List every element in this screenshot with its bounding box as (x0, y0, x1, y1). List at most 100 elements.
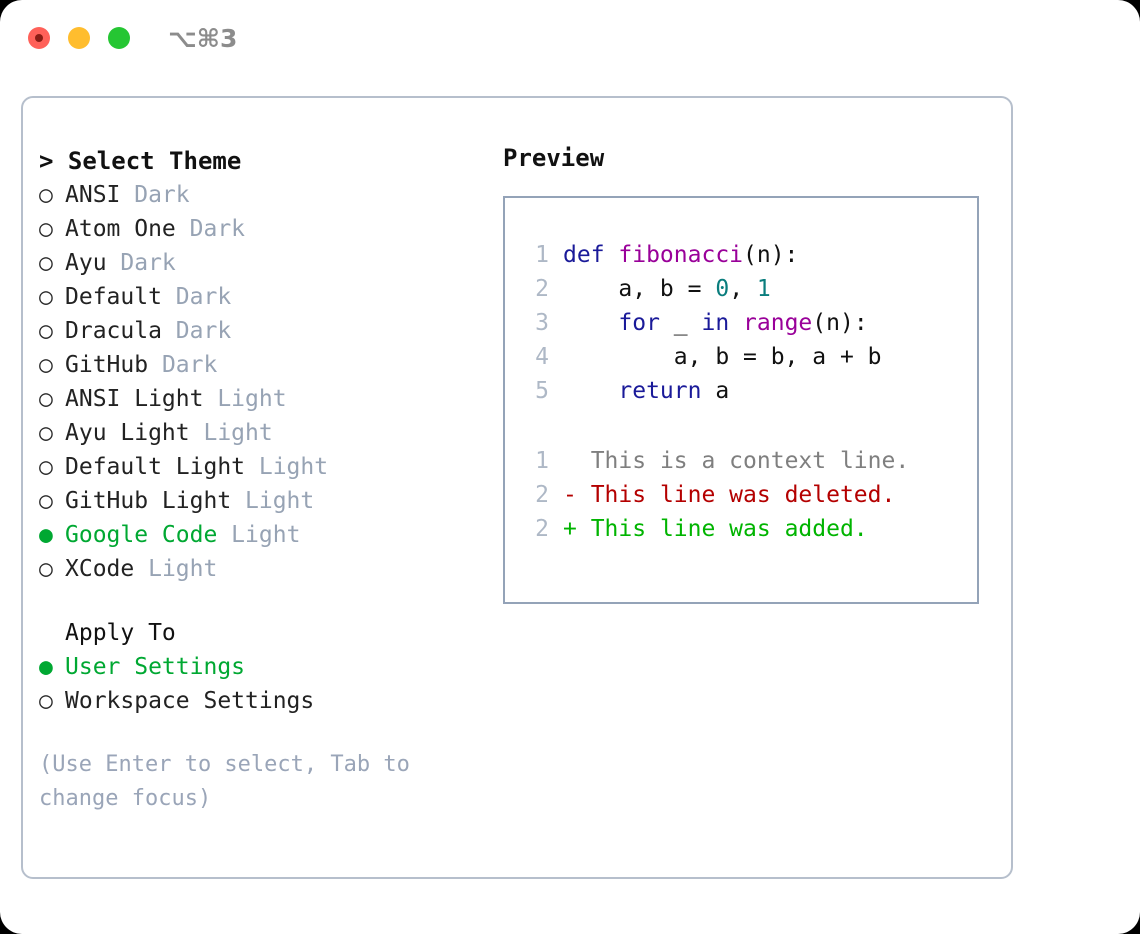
theme-variant-badge: Light (189, 420, 273, 446)
select-theme-heading: > Select Theme (39, 147, 242, 175)
theme-variant-badge: Light (245, 454, 329, 480)
code-line-number: 1 (535, 242, 549, 268)
diff-sign: + (563, 516, 591, 542)
theme-list-item[interactable]: ○ Dracula Dark (39, 314, 489, 348)
diff-line-number: 2 (535, 482, 549, 508)
code-token-fn: fibonacci (618, 242, 744, 268)
theme-list[interactable]: ○ ANSI Dark ○ Atom One Dark ○ Ayu Dark ○ Defaul… (39, 178, 489, 586)
theme-name-label: Dracula (65, 318, 162, 344)
radio-selected-icon[interactable]: ● (39, 654, 53, 680)
theme-list-item[interactable]: ○ Atom One Dark (39, 212, 489, 246)
code-token-txt: (n): (812, 310, 868, 336)
radio-unselected-icon[interactable]: ○ (39, 318, 53, 344)
keyboard-shortcut-label: ⌥⌘3 (168, 24, 238, 53)
theme-list-item[interactable]: ○ ANSI Dark (39, 178, 489, 212)
theme-name-label: GitHub Light (65, 488, 232, 514)
apply-to-option[interactable]: ○ Workspace Settings (39, 684, 489, 718)
code-token-txt: a, b = (563, 276, 716, 302)
theme-variant-badge: Dark (175, 216, 246, 242)
diff-line: 1 This is a context line. (505, 444, 977, 478)
code-token-txt (729, 310, 743, 336)
theme-name-label: Google Code (65, 522, 218, 548)
apply-to-option[interactable]: ● User Settings (39, 650, 489, 684)
radio-unselected-icon[interactable]: ○ (39, 216, 53, 242)
radio-unselected-icon[interactable]: ○ (39, 352, 53, 378)
code-line-number: 2 (535, 276, 549, 302)
theme-name-label: Ayu Light (65, 420, 190, 446)
diff-sample: 1 This is a context line.2- This line wa… (505, 444, 977, 546)
theme-variant-badge: Dark (106, 250, 176, 276)
code-token-fn: range (743, 310, 813, 336)
theme-list-item[interactable]: ○ ANSI Light Light (39, 382, 489, 416)
diff-sign (563, 448, 591, 474)
radio-unselected-icon[interactable]: ○ (39, 386, 53, 412)
code-token-txt (563, 310, 618, 336)
code-token-num: 0 (715, 276, 730, 302)
theme-name-label: Atom One (65, 216, 176, 242)
theme-name-label: XCode (65, 556, 135, 582)
theme-variant-badge: Dark (161, 318, 232, 344)
theme-selector-dialog: > Select Theme ○ANSI Dark○Atom One Dark○… (21, 96, 1013, 879)
radio-unselected-icon[interactable]: ○ (39, 182, 53, 208)
code-token-kw: in (701, 310, 730, 336)
theme-list-item[interactable]: ○ Default Light Light (39, 450, 489, 484)
diff-text: This line was deleted. (590, 482, 896, 508)
radio-unselected-icon[interactable]: ○ (39, 688, 53, 714)
code-token-txt: , (729, 276, 757, 302)
diff-text: This line was added. (590, 516, 868, 542)
code-token-num: 1 (756, 276, 771, 302)
theme-list-item[interactable]: ○GitHub Light Light (39, 484, 489, 518)
radio-unselected-icon[interactable]: ○ (39, 250, 53, 276)
close-button[interactable] (28, 27, 50, 49)
theme-list-item[interactable]: ○ XCode Light (39, 552, 489, 586)
apply-to-options[interactable]: ● User Settings ○ Workspace Settings (39, 650, 489, 718)
code-line: 2 a, b = 0, 1 (505, 272, 977, 306)
minimize-button[interactable] (68, 27, 90, 49)
theme-variant-badge: Dark (120, 182, 190, 208)
theme-list-item[interactable]: ● Google Code Light (39, 518, 489, 552)
code-token-txt: a, b = b, a + b (563, 344, 882, 370)
radio-unselected-icon[interactable]: ○ (39, 488, 53, 514)
theme-list-item[interactable]: ○GitHub Dark (39, 348, 489, 382)
radio-unselected-icon[interactable]: ○ (39, 420, 53, 446)
apply-to-indent (39, 616, 65, 650)
theme-name-label: ANSI (65, 182, 121, 208)
theme-variant-badge: Light (217, 522, 301, 548)
code-line: 3 for _ in range(n): (505, 306, 977, 340)
radio-unselected-icon[interactable]: ○ (39, 284, 53, 310)
theme-variant-badge: Dark (161, 284, 232, 310)
theme-name-label: ANSI Light (65, 386, 204, 412)
theme-variant-badge: Light (203, 386, 287, 412)
theme-list-item[interactable]: ○ Default Dark (39, 280, 489, 314)
code-token-txt: (n): (743, 242, 799, 268)
theme-name-label: GitHub (65, 352, 149, 378)
apply-to-heading: Apply To (39, 616, 489, 650)
title-bar: ⌥⌘3 (0, 0, 1140, 76)
keyboard-hint-text: (Use Enter to select, Tab to change focu… (39, 752, 424, 811)
code-line: 4 a, b = b, a + b (505, 340, 977, 374)
diff-line: 2- This line was deleted. (505, 478, 977, 512)
theme-name-label: Default (65, 284, 162, 310)
code-token-kw: return (618, 378, 702, 404)
apply-to-option-label: Workspace Settings (65, 688, 315, 714)
code-token-txt: a (701, 378, 730, 404)
radio-selected-icon[interactable]: ● (39, 522, 53, 548)
code-token-kw: for (618, 310, 660, 336)
diff-line-number: 1 (535, 448, 549, 474)
code-line-number: 5 (535, 378, 549, 404)
theme-list-panel: > Select Theme ○ANSI Dark○Atom One Dark○… (39, 144, 489, 816)
theme-list-item[interactable]: ○ Ayu Light Light (39, 416, 489, 450)
preview-title: Preview (503, 144, 605, 172)
radio-unselected-icon[interactable]: ○ (39, 454, 53, 480)
radio-unselected-icon[interactable]: ○ (39, 556, 53, 582)
theme-list-item[interactable]: ○ Ayu Dark (39, 246, 489, 280)
theme-name-label: Ayu (65, 250, 107, 276)
theme-variant-badge: Light (134, 556, 218, 582)
theme-name-label: Default Light (65, 454, 246, 480)
diff-line: 2+ This line was added. (505, 512, 977, 546)
maximize-button[interactable] (108, 27, 130, 49)
apply-to-option-label: User Settings (65, 654, 246, 680)
